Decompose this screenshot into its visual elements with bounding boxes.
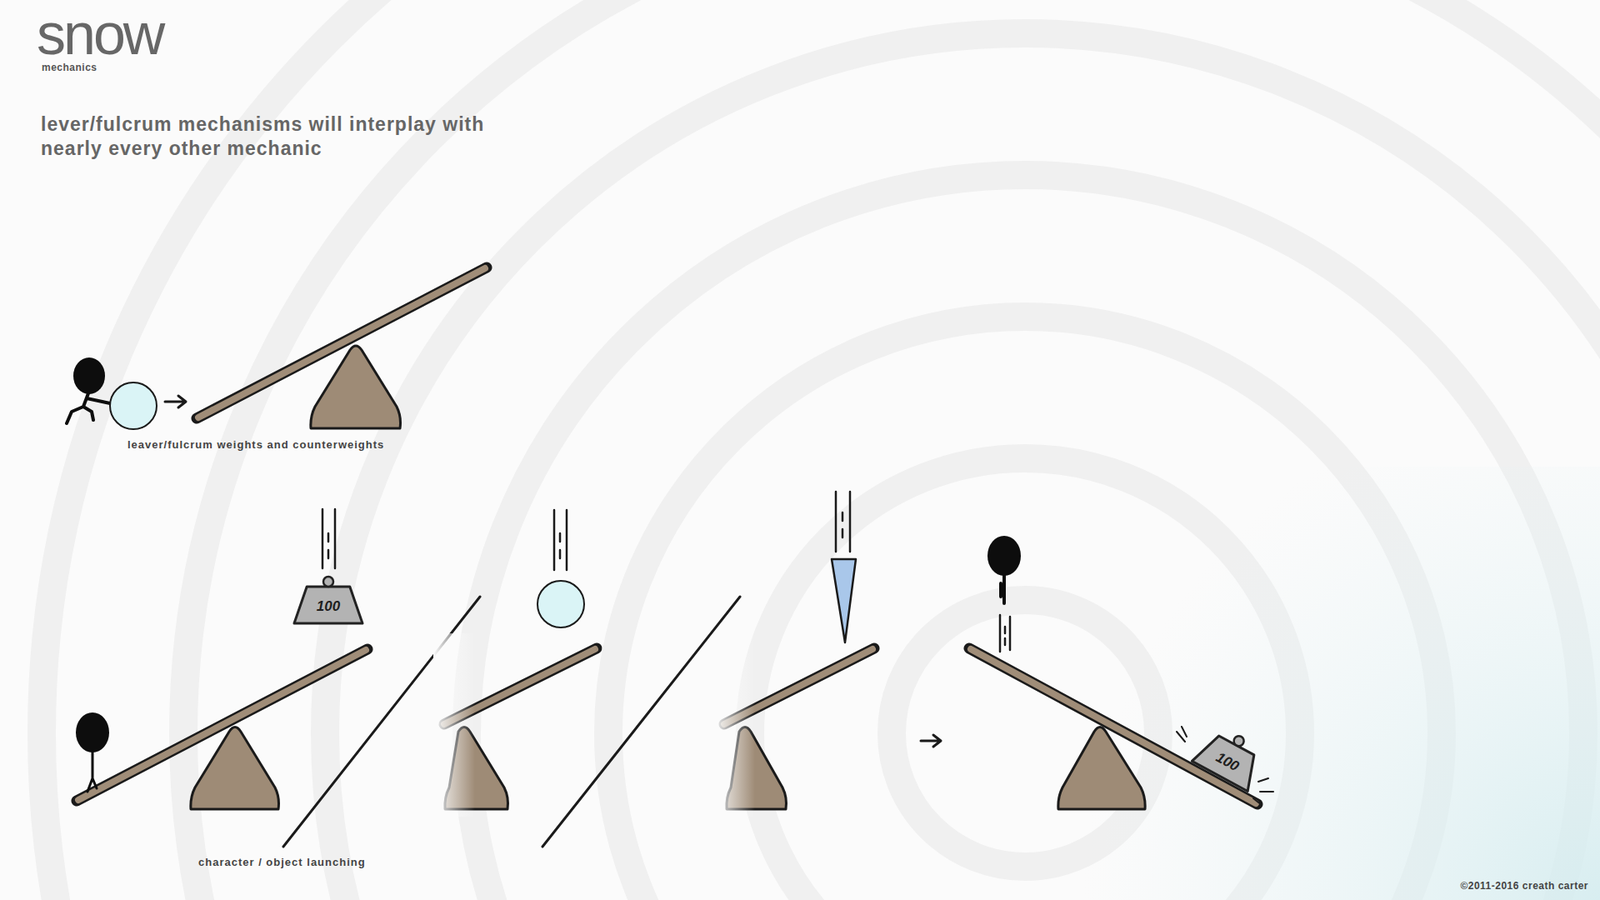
character-body [66, 393, 110, 424]
motion-lines [554, 510, 567, 570]
weight-ring [1231, 734, 1245, 748]
fulcrum [310, 345, 401, 429]
fade-edge [713, 633, 755, 817]
character-head [73, 357, 105, 395]
logo-text: snow [36, 5, 163, 64]
character-head [987, 535, 1021, 576]
caption: character / object launching [198, 855, 366, 870]
weight-block: 100 [1190, 727, 1268, 794]
plank-outline [76, 649, 368, 801]
sequence-arrow [920, 735, 941, 747]
character-body [87, 751, 97, 792]
icicle [831, 559, 856, 643]
motion-lines [1000, 615, 1010, 652]
plank [970, 649, 1256, 804]
character-body [1000, 575, 1005, 604]
weight-block: 100 [292, 584, 365, 625]
impact-marks [1176, 726, 1274, 805]
motion-arrow [165, 395, 186, 408]
panel-divider [542, 596, 740, 847]
fade-edge [433, 633, 475, 817]
snowball [110, 382, 157, 430]
ring [325, 33, 1600, 900]
page-title: lever/fulcrum mechanisms will interplay … [40, 112, 512, 161]
weight-label: 100 [316, 598, 340, 615]
logo-subtitle: mechanics [41, 61, 98, 74]
weight-ring [323, 576, 334, 587]
weight-body [294, 586, 363, 624]
plank [78, 650, 366, 800]
background-tint [1000, 466, 1600, 900]
bottom-illustration [75, 491, 1274, 847]
top-illustration [66, 267, 487, 430]
plank-outline [969, 648, 1258, 805]
character-head [75, 712, 110, 753]
weight-body [1191, 730, 1265, 791]
snowball [537, 580, 585, 628]
motion-lines [835, 491, 850, 552]
motion-lines [322, 509, 335, 569]
ring [41, 0, 1600, 900]
copyright-note: ©2011-2016 creath carter [1460, 880, 1589, 894]
panel-divider [283, 596, 480, 847]
background-rings [41, 0, 1600, 900]
caption: leaver/fulcrum weights and counterweight… [127, 438, 385, 453]
